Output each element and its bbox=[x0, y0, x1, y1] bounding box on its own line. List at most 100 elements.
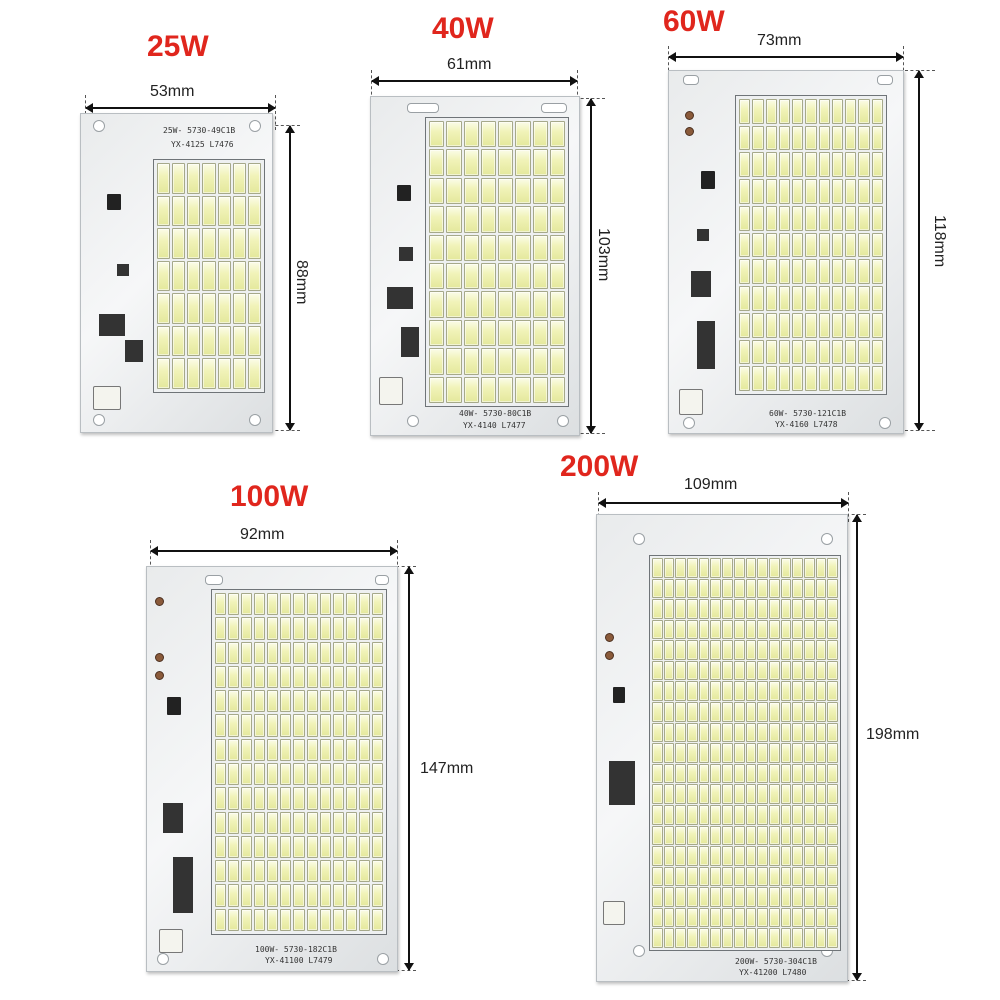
led-chip bbox=[780, 578, 792, 599]
mount-hole bbox=[93, 414, 105, 426]
led-chip bbox=[778, 366, 791, 391]
led-chip bbox=[371, 884, 383, 907]
led-chip bbox=[215, 787, 227, 810]
led-chip bbox=[722, 763, 733, 784]
led-chip bbox=[765, 232, 777, 258]
led-chip bbox=[228, 811, 240, 834]
led-chip bbox=[254, 787, 266, 810]
led-chip bbox=[687, 702, 698, 722]
led-chip bbox=[293, 835, 305, 859]
led-chip bbox=[247, 293, 261, 324]
led-chip bbox=[733, 825, 745, 846]
led-chip bbox=[733, 763, 745, 784]
led-chip bbox=[675, 928, 687, 948]
led-chip bbox=[871, 152, 883, 178]
height-arrow bbox=[586, 98, 596, 434]
led-chip bbox=[515, 262, 531, 290]
led-chip bbox=[215, 860, 227, 883]
silk-code: YX-41200 L7480 bbox=[739, 968, 807, 977]
led-chip bbox=[241, 908, 253, 931]
led-chip bbox=[858, 339, 870, 365]
led-chip bbox=[306, 811, 318, 834]
led-chip bbox=[792, 339, 804, 365]
led-chip bbox=[792, 887, 803, 907]
led-chip bbox=[768, 866, 780, 887]
led-chip bbox=[157, 163, 171, 194]
led-chip bbox=[803, 702, 815, 722]
led-chip bbox=[757, 784, 768, 804]
led-chip bbox=[687, 784, 698, 804]
led-array bbox=[153, 159, 265, 393]
led-chip bbox=[280, 787, 292, 810]
height-label: 88mm bbox=[293, 260, 310, 305]
led-chip bbox=[293, 811, 305, 834]
led-chip bbox=[228, 835, 240, 859]
led-chip bbox=[745, 907, 757, 928]
led-chip bbox=[358, 860, 370, 883]
led-chip bbox=[845, 312, 857, 338]
led-chip bbox=[745, 928, 757, 948]
led-chip bbox=[805, 339, 817, 365]
led-chip bbox=[267, 738, 279, 761]
led-chip bbox=[768, 907, 780, 928]
height-arrow bbox=[404, 566, 414, 971]
led-chip bbox=[752, 312, 764, 338]
driver-ic bbox=[167, 697, 181, 715]
led-chip bbox=[675, 599, 687, 619]
led-chip bbox=[332, 690, 344, 713]
led-chip bbox=[267, 617, 279, 640]
led-chip bbox=[332, 641, 344, 664]
led-chip bbox=[319, 884, 331, 907]
led-chip bbox=[845, 259, 857, 285]
led-chip bbox=[215, 763, 227, 786]
watt-label: 100W bbox=[230, 480, 309, 513]
led-chip bbox=[515, 121, 531, 148]
led-chip bbox=[549, 262, 565, 290]
led-chip bbox=[332, 665, 344, 689]
led-chip bbox=[710, 846, 722, 866]
led-chip bbox=[652, 743, 663, 763]
led-chip bbox=[792, 179, 804, 204]
led-chip bbox=[549, 149, 565, 176]
led-chip bbox=[228, 884, 240, 907]
led-chip bbox=[215, 641, 227, 664]
led-chip bbox=[463, 291, 479, 318]
led-chip bbox=[845, 125, 857, 151]
led-chip bbox=[267, 763, 279, 786]
led-chip bbox=[792, 99, 804, 124]
led-chip bbox=[319, 860, 331, 883]
led-chip bbox=[757, 681, 768, 702]
led-chip bbox=[765, 99, 777, 124]
led-chip bbox=[480, 262, 496, 290]
led-chip bbox=[733, 743, 745, 763]
led-chip bbox=[803, 846, 815, 866]
led-chip bbox=[254, 908, 266, 931]
led-chip bbox=[254, 884, 266, 907]
led-chip bbox=[827, 578, 838, 599]
led-chip bbox=[202, 260, 216, 292]
led-chip bbox=[745, 866, 757, 887]
led-chip bbox=[687, 619, 698, 640]
led-chip bbox=[217, 260, 231, 292]
led-chip bbox=[739, 366, 751, 391]
led-chip bbox=[172, 195, 186, 227]
led-chip bbox=[698, 784, 710, 804]
led-chip bbox=[733, 702, 745, 722]
led-chip bbox=[515, 348, 531, 375]
led-chip bbox=[254, 714, 266, 737]
led-chip bbox=[698, 866, 710, 887]
led-chip bbox=[831, 312, 844, 338]
led-chip bbox=[745, 578, 757, 599]
led-chip bbox=[827, 907, 838, 928]
led-chip bbox=[267, 908, 279, 931]
led-chip bbox=[778, 99, 791, 124]
led-chip bbox=[815, 846, 827, 866]
led-chip bbox=[752, 232, 764, 258]
led-chip bbox=[768, 558, 780, 578]
led-chip bbox=[446, 177, 462, 205]
led-chip bbox=[733, 928, 745, 948]
led-chip bbox=[827, 763, 838, 784]
led-chip bbox=[745, 804, 757, 825]
led-chip bbox=[663, 907, 675, 928]
led-chip bbox=[792, 907, 803, 928]
